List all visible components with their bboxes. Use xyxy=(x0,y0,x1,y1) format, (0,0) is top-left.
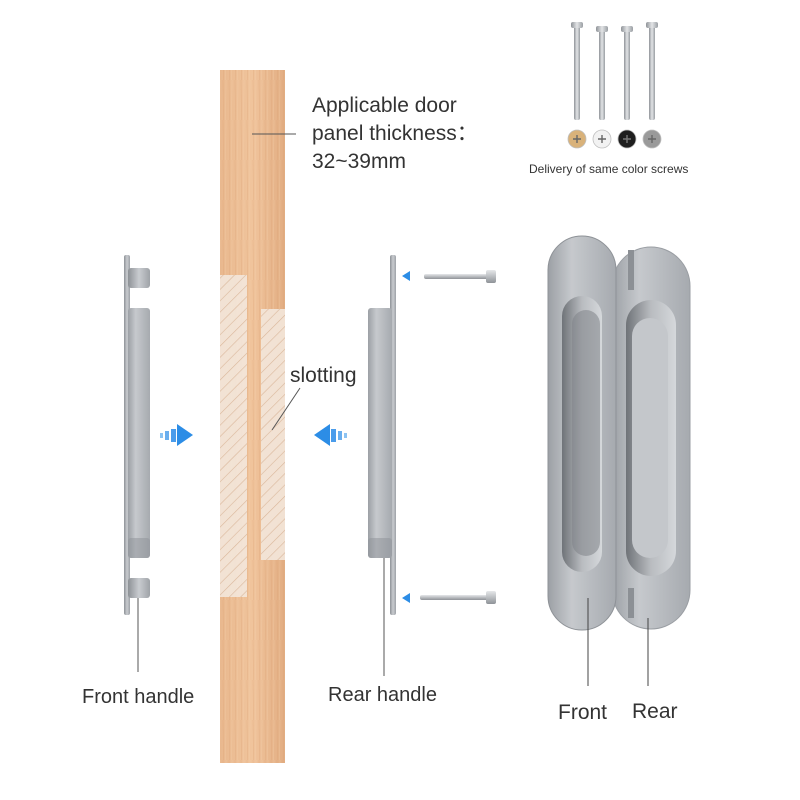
screw-set xyxy=(567,22,662,149)
thickness-line-1: Applicable door xyxy=(312,94,457,117)
phillips-cross-icon xyxy=(623,135,631,143)
screw-icon xyxy=(571,22,583,120)
arrow-left-icon xyxy=(314,424,347,446)
arrow-right-icon xyxy=(160,424,193,446)
phillips-cross-icon xyxy=(648,135,656,143)
rear-label: Rear xyxy=(632,700,678,723)
phillips-cross-icon xyxy=(573,135,581,143)
rear-handle-profile xyxy=(368,255,396,676)
slotting-label: slotting xyxy=(290,364,357,387)
front-label: Front xyxy=(558,701,608,724)
thickness-label: Applicable door panel thickness： 32~39mm xyxy=(312,92,478,176)
front-handle-3d xyxy=(547,235,617,686)
screw-icon xyxy=(621,26,633,120)
front-slot xyxy=(220,275,247,597)
slotting-leader xyxy=(271,387,301,431)
rear-handle-3d xyxy=(611,246,691,686)
front-handle-label: Front handle xyxy=(82,686,195,708)
screw-icon xyxy=(596,26,608,120)
screws-caption: Delivery of same color screws xyxy=(529,162,689,176)
rear-slot xyxy=(261,309,285,560)
screw-icon xyxy=(646,22,658,120)
rear-screws xyxy=(402,270,496,604)
thickness-line-3: 32~39mm xyxy=(312,150,406,173)
thickness-line-2: panel thickness： xyxy=(312,122,478,145)
door-panel xyxy=(220,70,285,763)
front-handle-profile xyxy=(124,255,150,672)
rear-handle-label: Rear handle xyxy=(328,684,437,706)
phillips-cross-icon xyxy=(598,135,606,143)
